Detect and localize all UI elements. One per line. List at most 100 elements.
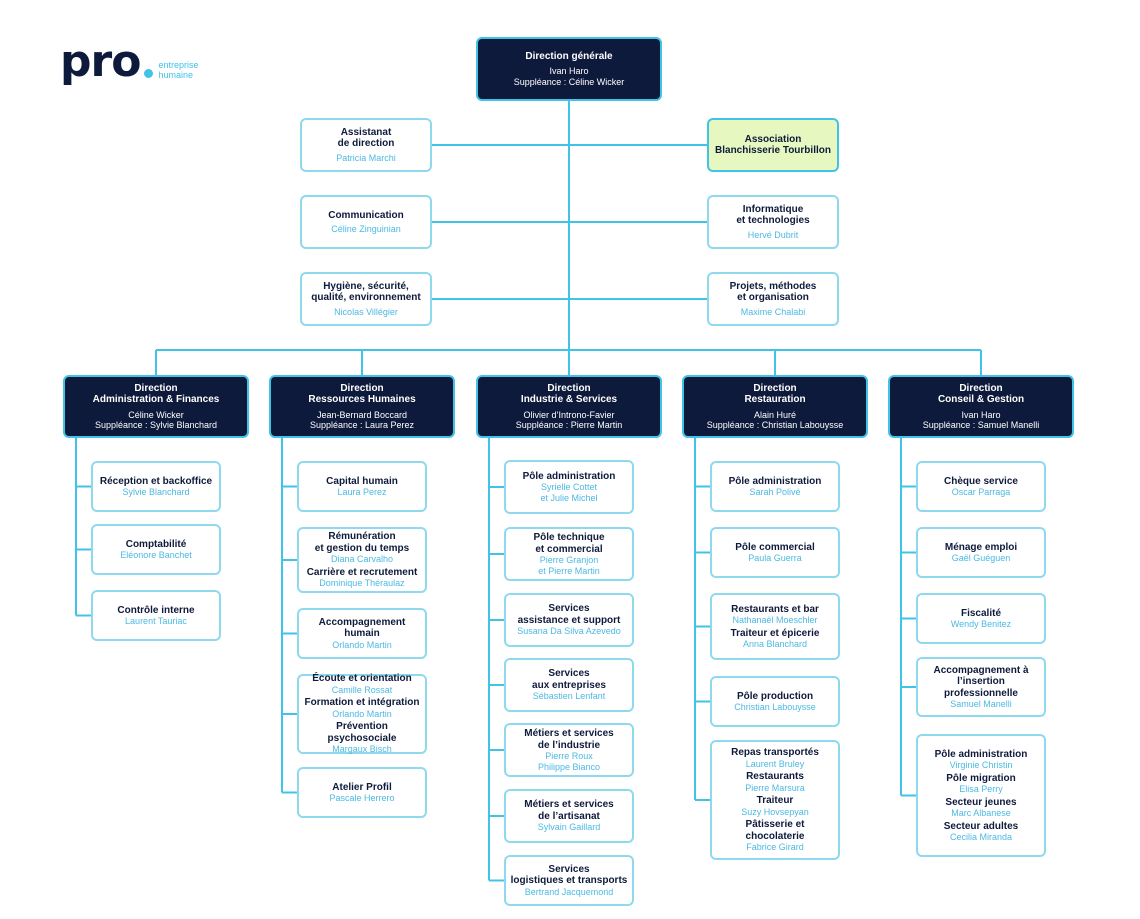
unit-title: Services logistiques et transports bbox=[510, 863, 628, 887]
logo-tagline-line2: humaine bbox=[158, 70, 193, 80]
box-people: Céline Zinguinian bbox=[331, 224, 401, 234]
unit-title: Prévention psychosociale bbox=[327, 721, 397, 744]
unit-title: Ménage emploi bbox=[944, 541, 1018, 553]
unit-box-4-3: Accompagnement à l’insertion professionn… bbox=[916, 657, 1046, 717]
box-people: Olivier d’Introno-Favier Suppléance : Pi… bbox=[515, 409, 623, 431]
unit-people: Oscar Parraga bbox=[951, 487, 1011, 497]
unit-people: Fabrice Girard bbox=[746, 842, 804, 853]
unit-people: Sylvie Blanchard bbox=[122, 487, 190, 497]
unit-people: Sébastien Lenfant bbox=[532, 691, 606, 702]
unit-title: Rémunération et gestion du temps bbox=[314, 531, 410, 554]
unit-people: Orlando Martin bbox=[332, 708, 392, 719]
logo-tagline-line1: entreprise bbox=[158, 60, 199, 70]
unit-title: Services assistance et support bbox=[517, 603, 621, 626]
box-title: Direction Industrie & Services bbox=[520, 382, 618, 406]
unit-people: Pascale Herrero bbox=[329, 793, 395, 803]
unit-title: Comptabilité bbox=[125, 538, 187, 550]
unit-title: Traiteur bbox=[756, 795, 794, 807]
unit-people: Camille Rossat bbox=[331, 684, 393, 695]
unit-title: Secteur adultes bbox=[943, 820, 1019, 832]
unit-people: Christian Labouysse bbox=[734, 702, 816, 712]
unit-people: Orlando Martin bbox=[332, 639, 392, 650]
box-title: Direction générale bbox=[525, 50, 613, 62]
unit-title: Pôle production bbox=[736, 690, 814, 702]
box-title: Association Blanchisserie Tourbillon bbox=[715, 133, 831, 157]
unit-people: Samuel Manelli bbox=[950, 699, 1012, 709]
box-people: Patricia Marchi bbox=[336, 152, 396, 163]
unit-people: Sylvain Gaillard bbox=[537, 822, 601, 833]
unit-title: Pôle administration bbox=[728, 475, 822, 487]
box-people: Céline Wicker Suppléance : Sylvie Blanch… bbox=[94, 409, 218, 431]
box-people: Hervé Dubrit bbox=[747, 229, 799, 240]
staff-box-association: Association Blanchisserie Tourbillon bbox=[707, 118, 839, 172]
unit-people: Pierre Roux Philippe Bianco bbox=[537, 751, 601, 772]
unit-title: Repas transportés bbox=[731, 747, 819, 759]
unit-people: Anna Blanchard bbox=[742, 639, 808, 649]
unit-people: Pierre Granjon et Pierre Martin bbox=[538, 555, 600, 576]
unit-title: Contrôle interne bbox=[117, 604, 195, 616]
unit-title: Restaurants bbox=[746, 771, 804, 783]
box-people: Ivan Haro Suppléance : Céline Wicker bbox=[513, 66, 625, 87]
unit-title: Atelier Profil bbox=[332, 781, 392, 793]
box-title: Direction Administration & Finances bbox=[92, 382, 220, 406]
box-people: Alain Huré Suppléance : Christian Labouy… bbox=[706, 409, 844, 431]
unit-title: Services aux entreprises bbox=[532, 668, 606, 691]
unit-people: Laura Perez bbox=[337, 487, 387, 497]
unit-people: Bertrand Jacquemond bbox=[524, 886, 614, 897]
unit-people: Marc Albanese bbox=[951, 808, 1011, 818]
unit-title: Métiers et services de l’industrie bbox=[524, 728, 614, 751]
box-title: Assistanat de direction bbox=[337, 126, 395, 150]
unit-title: Pôle migration bbox=[946, 772, 1016, 784]
unit-title: Métiers et services de l’artisanat bbox=[524, 799, 614, 822]
unit-title: Pâtisserie et chocolaterie bbox=[745, 819, 805, 842]
logo-wordmark: pro bbox=[60, 36, 141, 87]
unit-title: Carrière et recrutement bbox=[306, 566, 418, 578]
unit-title: Pôle commercial bbox=[735, 541, 815, 553]
unit-title: Écoute et orientation bbox=[312, 673, 412, 685]
unit-title: Accompagnement humain bbox=[318, 616, 406, 640]
staff-box-hygiene: Hygiène, sécurité, qualité, environnemen… bbox=[300, 272, 432, 326]
unit-people: Elisa Perry bbox=[959, 784, 1003, 794]
unit-title: Fiscalité bbox=[960, 607, 1002, 619]
logo-dot-icon bbox=[144, 69, 154, 78]
